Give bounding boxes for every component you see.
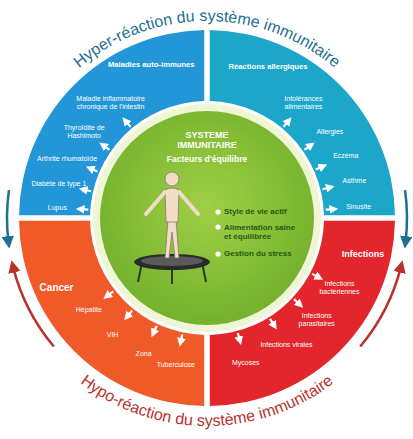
ring-arrow — [7, 190, 9, 242]
sector-title: Cancer — [40, 282, 74, 294]
bullet-dot — [215, 209, 220, 214]
sector-item: Allergies — [316, 128, 343, 136]
balance-factor: Alimentation saine et équilibrée — [224, 223, 304, 241]
item-arrow — [106, 291, 113, 297]
bullet-dot — [215, 251, 220, 256]
sector-item: Infections virales — [259, 341, 314, 349]
ring-arrow — [405, 190, 407, 242]
item-arrow — [294, 299, 301, 305]
item-arrow — [270, 319, 275, 327]
sector-item: Mycoses — [232, 359, 260, 367]
center-ring — [93, 104, 321, 332]
sector-item: Tuberculose — [157, 361, 195, 369]
item-arrow — [283, 120, 289, 127]
item-arrow — [125, 120, 131, 127]
item-arrow — [102, 145, 109, 150]
bullet-dot — [215, 224, 220, 229]
sector-item: VIH — [107, 331, 119, 339]
item-arrow — [153, 326, 157, 334]
sector-item: Arthrite rhumatoïde — [37, 155, 97, 163]
sector-item: Lupus — [48, 204, 67, 212]
trampoline-figure — [134, 172, 210, 284]
item-arrow — [238, 333, 240, 342]
sector-title: Réactions allergiques — [229, 62, 308, 71]
center-title: Facteurs d'équilibre — [167, 155, 247, 165]
sector-item: Eczéma — [333, 152, 358, 160]
item-arrow — [322, 187, 331, 189]
center-title: SYSTEME IMMUNITAIRE — [171, 130, 243, 151]
center-disc — [100, 111, 314, 325]
item-arrow — [316, 166, 324, 170]
item-arrow — [312, 274, 320, 278]
sector-item: Zona — [136, 350, 152, 358]
item-arrow — [82, 189, 91, 191]
sector-item: Infections parasitaires — [289, 312, 344, 328]
sector-item: Maladie inflammatoire chronique de l'int… — [71, 95, 151, 111]
item-arrow — [180, 334, 182, 343]
balance-factor: Gestion du stress — [224, 249, 292, 258]
balance-factor: Style de vie actif — [224, 207, 287, 216]
item-arrow — [89, 168, 97, 172]
sector-item: Thyroïdite de Hashimoto — [55, 124, 113, 140]
sector-title: Infections — [342, 249, 385, 259]
sector-item: Infections bactériennes — [312, 280, 367, 296]
sector-title: Maladies auto-immunes — [108, 60, 195, 69]
item-arrow — [79, 208, 88, 211]
sector-item: Diabète de type 1 — [31, 180, 86, 188]
sector-item: Sinusite — [346, 203, 371, 211]
item-arrow — [304, 145, 311, 150]
sector-item: Intolérances alimentaires — [273, 95, 333, 111]
sector-item: Asthme — [343, 177, 367, 185]
center-circle: SYSTEME IMMUNITAIRE Facteurs d'équilibreS… — [92, 103, 322, 333]
item-arrow — [326, 208, 335, 211]
sector-item: Hépatite — [76, 306, 102, 314]
item-arrow — [126, 310, 132, 317]
